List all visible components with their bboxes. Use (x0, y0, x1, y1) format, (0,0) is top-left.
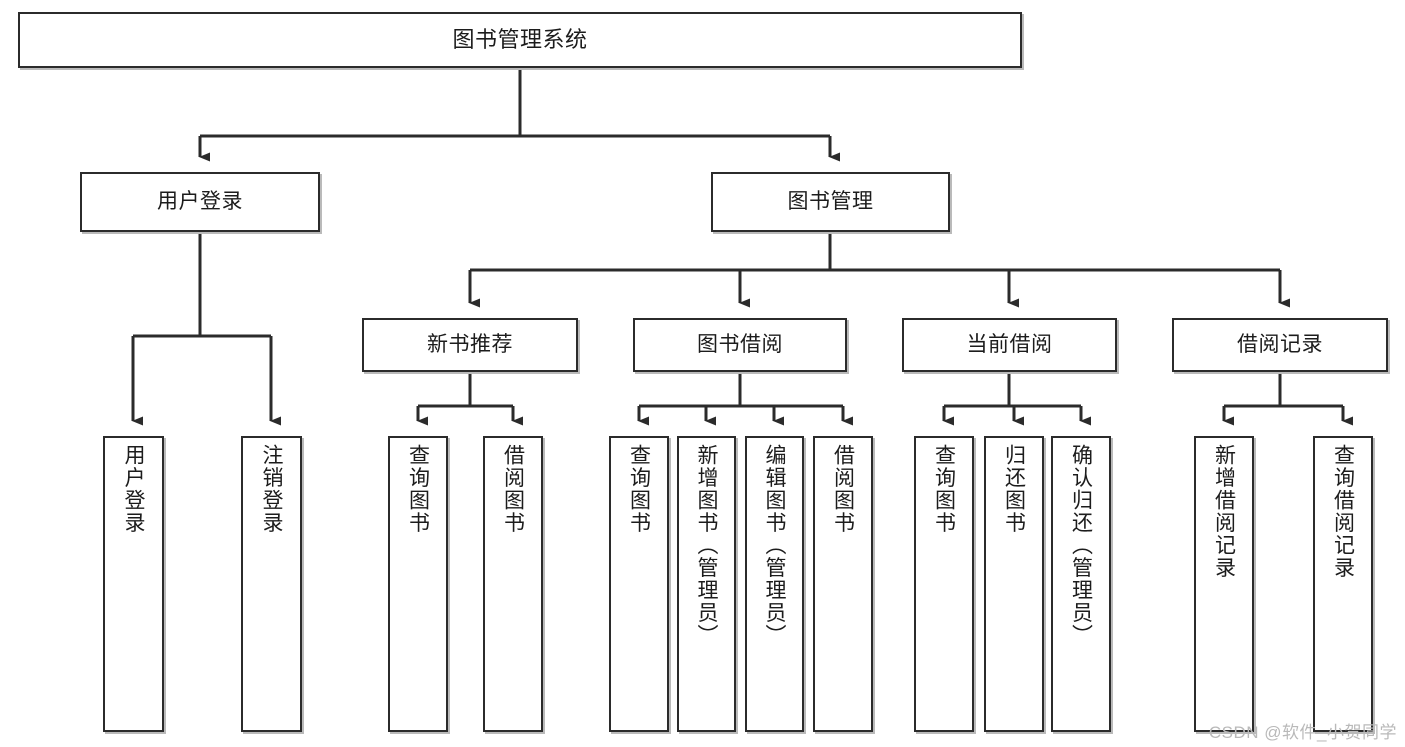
leaf-add-book-label: 新增图书（管理员） (695, 444, 718, 647)
leaf-query-record[interactable]: 查询借阅记录 (1313, 436, 1373, 732)
leaf-edit-book[interactable]: 编辑图书（管理员） (745, 436, 804, 732)
leaf-borrow-book-b-label: 借阅图书 (831, 444, 855, 534)
leaf-borrow-book-b[interactable]: 借阅图书 (813, 436, 873, 732)
leaf-edit-book-label: 编辑图书（管理员） (763, 444, 786, 647)
leaf-confirm-return[interactable]: 确认归还（管理员） (1051, 436, 1111, 732)
node-book-management-label: 图书管理 (787, 189, 874, 213)
leaf-add-record-label: 新增借阅记录 (1212, 444, 1236, 579)
leaf-add-record[interactable]: 新增借阅记录 (1194, 436, 1254, 732)
leaf-query-book-c-label: 查询图书 (932, 444, 956, 534)
leaf-add-book[interactable]: 新增图书（管理员） (677, 436, 736, 732)
leaf-query-record-label: 查询借阅记录 (1331, 444, 1355, 579)
node-book-borrow-label: 图书借阅 (697, 332, 783, 356)
leaf-return-book-label: 归还图书 (1002, 444, 1026, 534)
leaf-confirm-return-label: 确认归还（管理员） (1069, 444, 1093, 647)
leaf-borrow-book-a-label: 借阅图书 (501, 444, 525, 534)
node-root[interactable]: 图书管理系统 (18, 12, 1022, 68)
leaf-query-book-c[interactable]: 查询图书 (914, 436, 974, 732)
leaf-user-login-label: 用户登录 (122, 444, 145, 534)
node-book-management[interactable]: 图书管理 (711, 172, 950, 232)
node-new-book-recommend-label: 新书推荐 (427, 332, 513, 356)
leaf-return-book[interactable]: 归还图书 (984, 436, 1044, 732)
leaf-borrow-book-a[interactable]: 借阅图书 (483, 436, 543, 732)
leaf-query-book-a[interactable]: 查询图书 (388, 436, 448, 732)
node-current-borrow-label: 当前借阅 (966, 332, 1053, 356)
csdn-watermark: CSDN @软件_小贺同学 (1208, 723, 1397, 742)
leaf-logout-label: 注销登录 (260, 444, 283, 534)
leaf-query-book-b-label: 查询图书 (627, 444, 651, 534)
node-borrow-record-label: 借阅记录 (1237, 332, 1323, 356)
leaf-logout[interactable]: 注销登录 (241, 436, 302, 732)
leaf-user-login[interactable]: 用户登录 (103, 436, 164, 732)
node-new-book-recommend[interactable]: 新书推荐 (362, 318, 578, 372)
leaf-query-book-a-label: 查询图书 (406, 444, 430, 534)
node-book-borrow[interactable]: 图书借阅 (633, 318, 847, 372)
node-current-borrow[interactable]: 当前借阅 (902, 318, 1117, 372)
node-user-login[interactable]: 用户登录 (80, 172, 320, 232)
node-borrow-record[interactable]: 借阅记录 (1172, 318, 1388, 372)
leaf-query-book-b[interactable]: 查询图书 (609, 436, 669, 732)
node-root-label: 图书管理系统 (452, 27, 588, 53)
node-user-login-label: 用户登录 (157, 189, 243, 213)
